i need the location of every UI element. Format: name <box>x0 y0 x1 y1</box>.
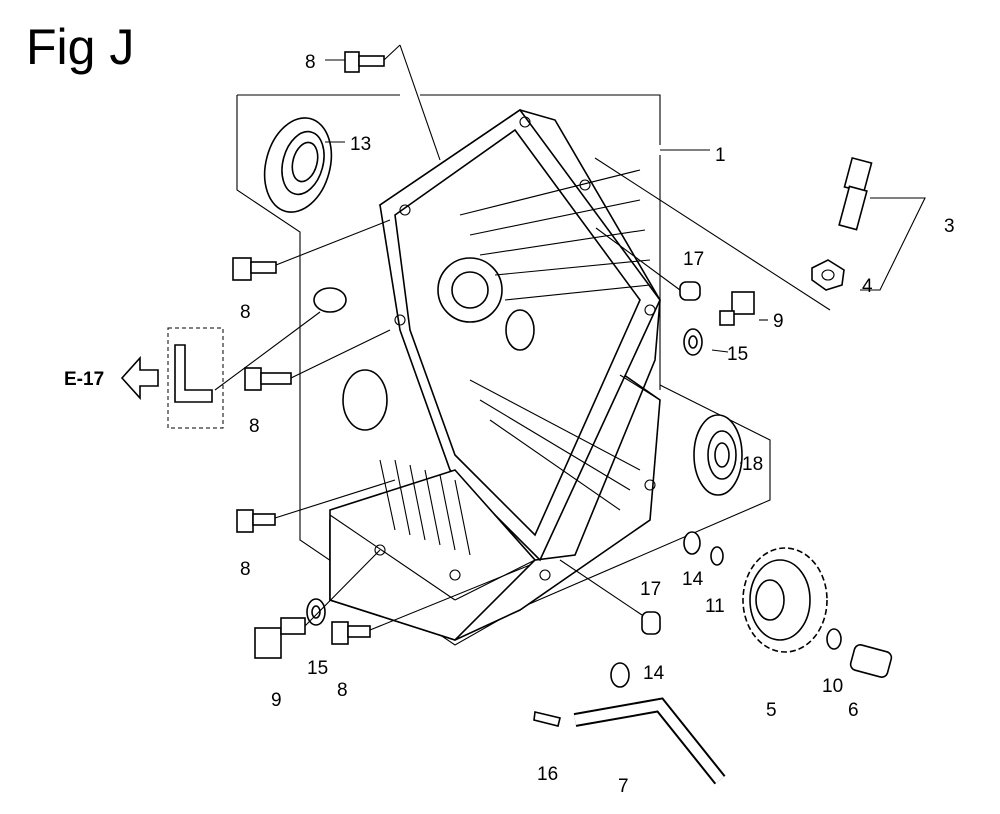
bolt-8-left-lower[interactable] <box>236 509 276 533</box>
callout-8-left-lower: 8 <box>240 559 251 580</box>
callout-4: 4 <box>862 276 873 297</box>
e17-reference-box <box>167 327 224 429</box>
figure-title: Fig J <box>26 19 135 75</box>
callout-17-lower: 17 <box>640 579 661 600</box>
dowel-pin-17-upper[interactable] <box>679 281 701 301</box>
nut-4[interactable] <box>811 259 845 291</box>
callout-7: 7 <box>618 776 629 797</box>
governor-arm-7[interactable] <box>573 697 726 785</box>
oil-level-switch-3[interactable] <box>838 156 873 231</box>
assembly-outline-top-right <box>420 94 661 145</box>
callout-1: 1 <box>715 145 726 166</box>
callout-14-upper: 14 <box>682 569 704 590</box>
washer-11[interactable] <box>710 546 724 566</box>
e17-arrow-icon[interactable] <box>120 355 159 401</box>
callout-8-left-upper: 8 <box>240 302 251 323</box>
callout-17-upper: 17 <box>683 249 704 270</box>
callout-13: 13 <box>350 134 371 155</box>
washer-10[interactable] <box>826 628 842 650</box>
bolt-9-bottom[interactable] <box>254 617 306 659</box>
bolt-8-bottom[interactable] <box>331 621 371 645</box>
callout-9-bottom: 9 <box>271 690 282 711</box>
callout-3: 3 <box>944 216 955 237</box>
callout-11: 11 <box>705 596 725 617</box>
callout-15-bottom: 15 <box>307 658 328 679</box>
bolt-9-right[interactable] <box>719 291 755 326</box>
callout-10: 10 <box>822 676 843 697</box>
governor-gear-5[interactable] <box>742 547 828 653</box>
callout-8-bottom: 8 <box>337 680 348 701</box>
shaft-6[interactable] <box>849 644 893 679</box>
callout-6: 6 <box>848 700 859 721</box>
leader-lines <box>214 44 926 631</box>
washer-15-right[interactable] <box>683 328 703 356</box>
clip-16[interactable] <box>533 711 561 727</box>
callout-16: 16 <box>537 764 558 785</box>
callout-9-right: 9 <box>773 311 784 332</box>
callout-15-right: 15 <box>727 344 748 365</box>
callout-5: 5 <box>766 700 777 721</box>
bolt-8-left-middle[interactable] <box>244 367 292 391</box>
reference-e17-label[interactable]: E-17 <box>64 369 104 390</box>
bearing-18[interactable] <box>693 414 743 496</box>
washer-14-upper[interactable] <box>683 531 701 555</box>
callout-14-lower: 14 <box>643 663 665 684</box>
oil-seal-13[interactable] <box>255 110 342 219</box>
callout-8-top: 8 <box>305 52 316 73</box>
callout-18: 18 <box>742 454 763 475</box>
bolt-8-left-upper[interactable] <box>232 257 277 281</box>
dowel-pin-17-lower[interactable] <box>641 611 661 635</box>
washer-15-bottom[interactable] <box>306 598 326 626</box>
callout-8-left-middle: 8 <box>249 416 260 437</box>
washer-14-lower[interactable] <box>610 662 630 688</box>
assembly-outline <box>236 95 771 646</box>
crankcase-cover[interactable] <box>313 108 661 641</box>
bolt-8-top[interactable] <box>344 51 385 73</box>
